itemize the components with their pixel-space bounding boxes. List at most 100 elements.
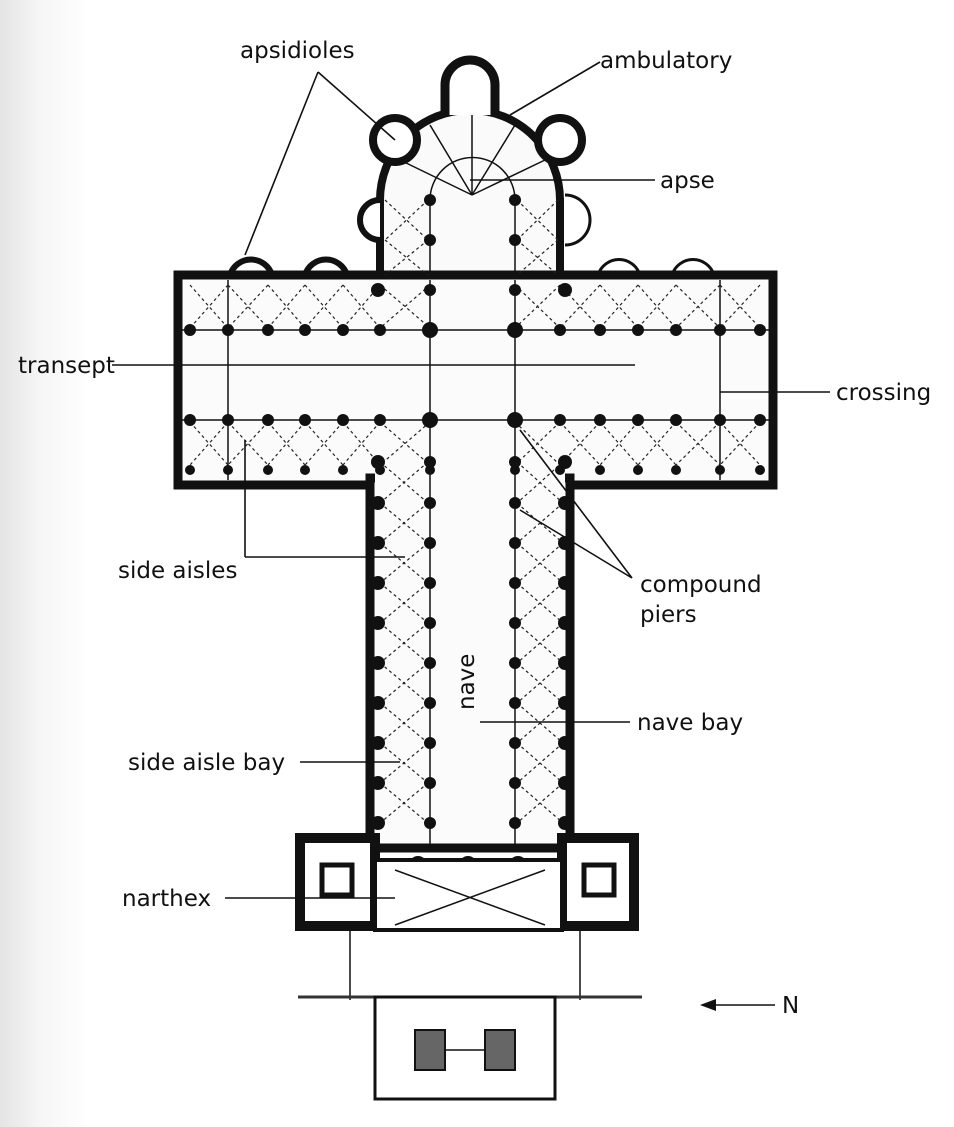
pier	[424, 817, 436, 829]
pier	[262, 324, 274, 336]
pier	[509, 777, 521, 789]
pier	[422, 412, 438, 428]
pier	[371, 496, 385, 510]
pier	[424, 777, 436, 789]
pier	[374, 324, 386, 336]
vault	[516, 742, 564, 784]
pier	[184, 324, 196, 336]
pier	[222, 414, 234, 426]
narthex-tower-left	[295, 833, 380, 931]
pier	[371, 576, 385, 590]
porch	[373, 995, 557, 1101]
pier	[594, 324, 606, 336]
axial-chapel	[440, 55, 500, 115]
chapel-right	[564, 193, 592, 247]
vault	[516, 622, 564, 664]
pier	[337, 414, 349, 426]
pier	[558, 656, 572, 670]
vault	[379, 502, 429, 544]
label-north: N	[782, 993, 799, 1019]
vault	[516, 542, 564, 584]
pier	[755, 465, 765, 475]
compound-piers	[184, 194, 766, 874]
vault	[379, 582, 429, 624]
pier	[509, 537, 521, 549]
pier	[509, 697, 521, 709]
label-ambulatory: ambulatory	[600, 48, 732, 74]
pier	[507, 412, 523, 428]
apsidiole-right	[534, 114, 586, 166]
pier	[223, 465, 233, 475]
pier	[371, 283, 385, 297]
pier	[374, 414, 386, 426]
pier	[299, 414, 311, 426]
pier	[424, 456, 436, 468]
pier	[371, 455, 385, 469]
pier	[558, 576, 572, 590]
pier	[633, 465, 643, 475]
pier	[371, 736, 385, 750]
vault	[559, 284, 601, 329]
pier	[670, 324, 682, 336]
pier	[509, 234, 521, 246]
north-arrow-icon	[700, 999, 716, 1011]
label-apsidioles: apsidioles	[240, 38, 355, 64]
transept-outline	[173, 270, 778, 490]
apse-ribs	[399, 115, 546, 196]
pier	[263, 465, 273, 475]
vault	[379, 284, 431, 329]
label-nave: nave	[454, 654, 480, 710]
pier	[184, 414, 196, 426]
label-narthex: narthex	[122, 886, 211, 912]
vault	[379, 542, 429, 584]
vault	[675, 284, 721, 329]
pier	[509, 577, 521, 589]
pier	[558, 776, 572, 790]
pier	[222, 324, 234, 336]
vault	[719, 421, 761, 466]
pier	[509, 617, 521, 629]
pier	[424, 497, 436, 509]
vault	[516, 662, 564, 704]
pier	[558, 283, 572, 297]
pier	[262, 414, 274, 426]
pier	[509, 737, 521, 749]
chapel-left	[357, 197, 381, 243]
pier	[754, 414, 766, 426]
label-compound-piers: compound	[640, 572, 762, 598]
vault	[227, 421, 269, 466]
pier	[509, 284, 521, 296]
pier	[371, 656, 385, 670]
pier	[371, 816, 385, 830]
vault	[379, 662, 429, 704]
pier	[300, 465, 310, 475]
pier	[554, 324, 566, 336]
label-crossing: crossing	[836, 380, 931, 406]
pier	[424, 577, 436, 589]
pier	[594, 414, 606, 426]
pier	[424, 737, 436, 749]
pier	[299, 324, 311, 336]
label-compound-piers-2: piers	[640, 602, 697, 628]
vault	[675, 421, 721, 466]
pier	[422, 322, 438, 338]
pier	[595, 465, 605, 475]
pier	[558, 736, 572, 750]
pier	[754, 324, 766, 336]
label-side-aisle-bay: side aisle bay	[128, 750, 285, 776]
pier	[509, 194, 521, 206]
pier	[558, 616, 572, 630]
vault	[379, 622, 429, 664]
pier	[554, 414, 566, 426]
vault	[379, 742, 429, 784]
pier	[425, 465, 435, 475]
vault	[384, 199, 429, 241]
pier	[558, 816, 572, 830]
narthex-tower-right	[557, 833, 639, 931]
label-apse: apse	[660, 168, 715, 194]
label-transept: transept	[18, 353, 115, 379]
pier	[424, 697, 436, 709]
pier	[670, 414, 682, 426]
